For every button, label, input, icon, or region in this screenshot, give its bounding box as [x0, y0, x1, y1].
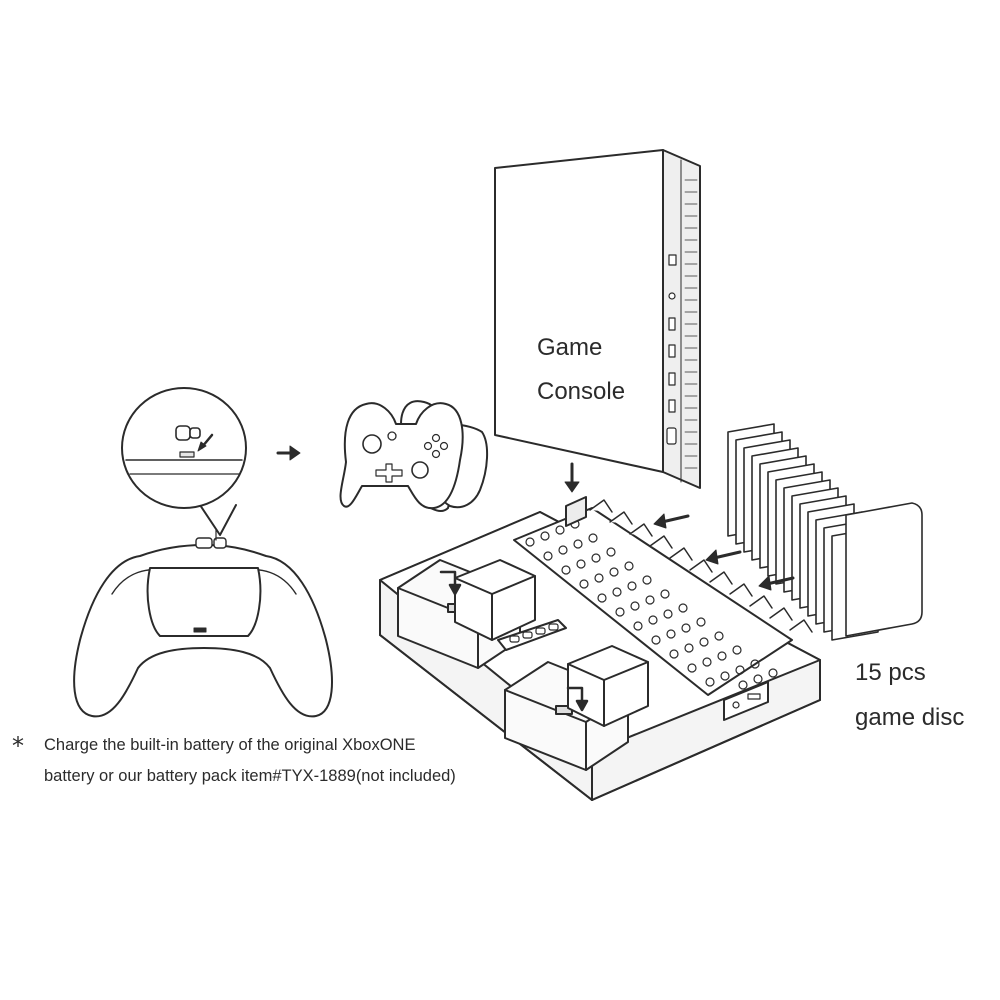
- charging-stand: [379, 496, 821, 801]
- game-console: [494, 149, 701, 489]
- led-indicators: [497, 619, 567, 651]
- disc-label-line2: game disc: [855, 704, 965, 731]
- console-ports: [666, 254, 677, 445]
- battery-pack-left: [454, 559, 536, 641]
- console-label-line1: Game: [537, 334, 603, 361]
- arrow-to-controllers: [276, 445, 301, 461]
- disc-slots: [589, 499, 813, 633]
- battery-insert-arrow-right: [566, 686, 589, 712]
- console-side-vents: [684, 179, 698, 469]
- note-line1: Charge the built-in battery of the origi…: [44, 736, 416, 754]
- controllers-front: [339, 400, 488, 512]
- console-down-arrow: [564, 462, 580, 493]
- vent-grid: [513, 507, 793, 696]
- disc-label-line1: 15 pcs: [855, 659, 926, 686]
- note-line2: battery or our battery pack item#TYX-188…: [44, 767, 456, 785]
- battery-port-zoom: [121, 387, 247, 536]
- disc-arrows: [653, 513, 795, 591]
- console-label-line2: Console: [537, 378, 626, 405]
- battery-pack-right: [567, 645, 649, 727]
- usb-port-panel: [723, 681, 769, 721]
- battery-insert-arrow-left: [439, 570, 462, 596]
- game-discs: [727, 423, 923, 641]
- note-asterisk: *: [12, 732, 24, 760]
- controller-back: [73, 529, 333, 718]
